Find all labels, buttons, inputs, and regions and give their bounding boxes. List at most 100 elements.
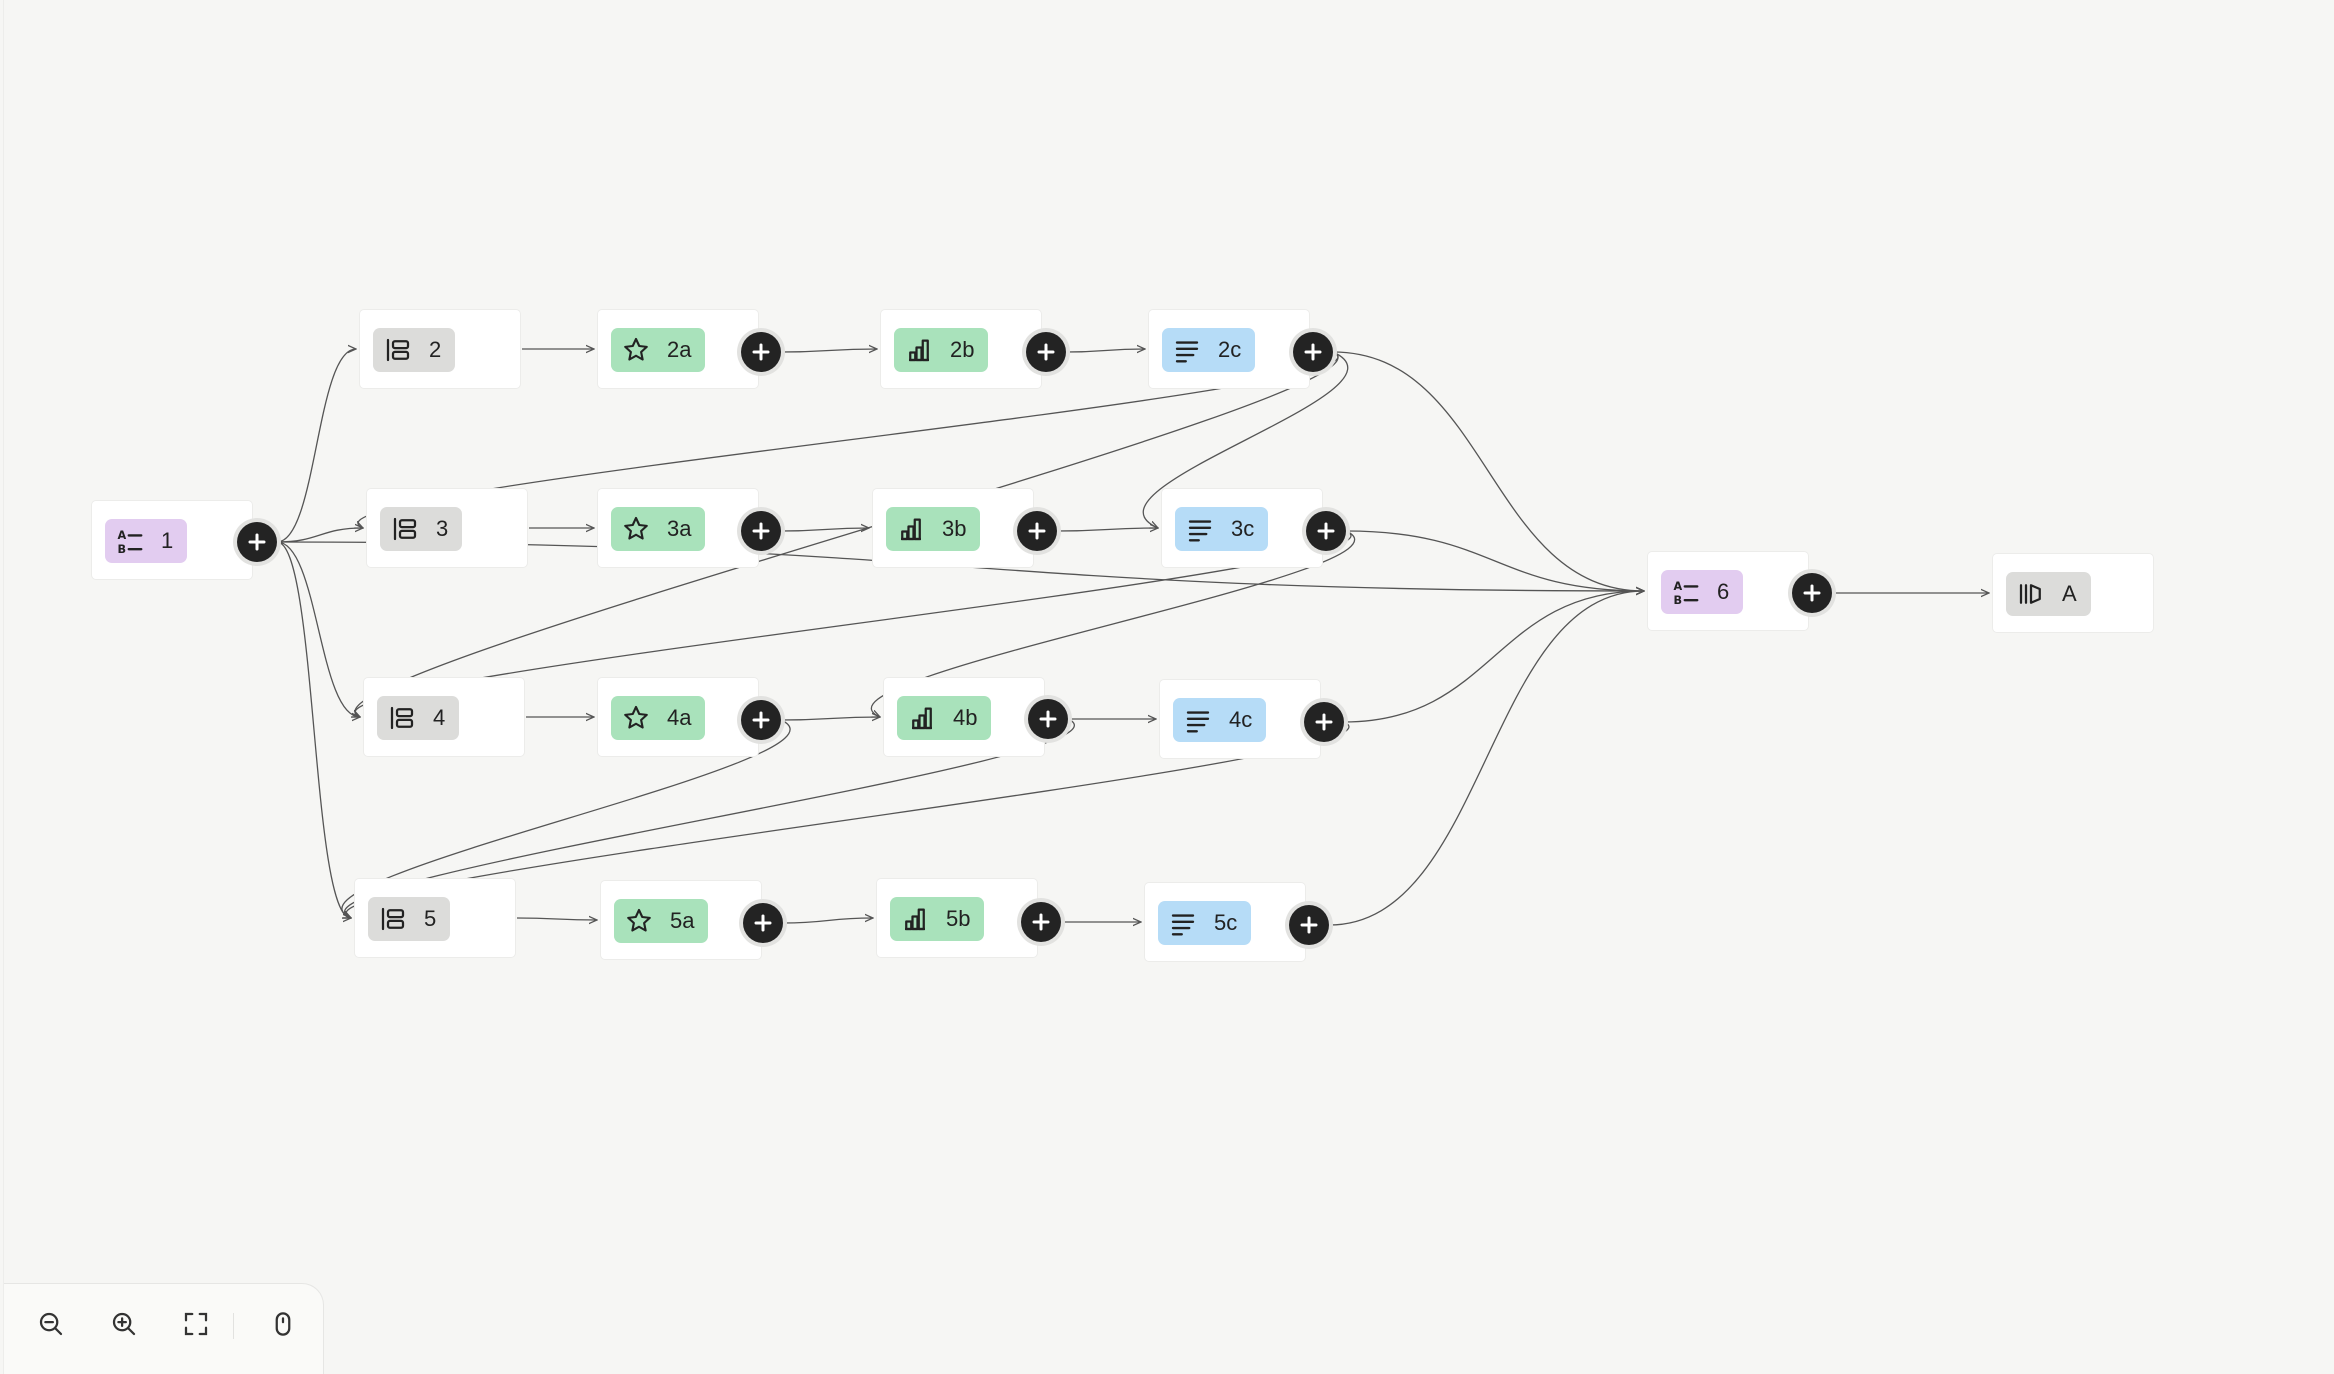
add-node-button-5a[interactable] [743,903,783,943]
edge-5a-to-5b [782,918,873,924]
node-2c[interactable]: 2c [1149,310,1309,388]
star-icon [621,335,651,365]
text-lines-icon [1172,335,1202,365]
add-node-button-5c[interactable] [1289,905,1329,945]
plus-icon [1036,342,1056,362]
node-label: 4c [1229,707,1253,732]
node-3a[interactable]: 3a [598,489,758,567]
layout-icon [387,703,417,733]
edge-5c-to-6 [1328,591,1644,926]
node-A[interactable]: A [1993,554,2153,632]
node-4[interactable]: 4 [364,678,524,756]
node-4a[interactable]: 4a [598,678,758,756]
node-tag-2a: 2a [611,328,706,372]
node-2[interactable]: 2 [360,310,520,388]
node-4b[interactable]: 4b [884,678,1044,756]
svg-text:B: B [1674,594,1683,607]
node-tag-4: 4 [377,696,460,740]
node-5a[interactable]: 5a [601,881,761,959]
zoom-out-icon [36,1309,66,1344]
node-2b[interactable]: 2b [881,310,1041,388]
node-4c[interactable]: 4c [1160,680,1320,758]
node-tag-A: A [2006,572,2091,616]
node-tag-5c: 5c [1158,901,1252,945]
node-label: A [2062,581,2077,606]
bar-chart-icon [907,703,937,733]
zoom-in-icon [109,1309,139,1344]
node-5c[interactable]: 5c [1145,883,1305,961]
node-label: 3 [436,516,449,541]
add-node-button-4a[interactable] [741,700,781,740]
text-lines-icon [1185,514,1215,544]
scroll-mode-button[interactable] [263,1306,303,1346]
add-node-button-3a[interactable] [741,511,781,551]
node-3[interactable]: 3 [367,489,527,567]
node-label: 4 [433,705,446,730]
add-node-button-4c[interactable] [1304,702,1344,742]
text-lines-icon [1183,705,1213,735]
node-5[interactable]: 5 [355,879,515,957]
svg-text:B: B [118,543,127,556]
edge-3a-to-3b [780,528,869,531]
node-3c[interactable]: 3c [1162,489,1322,567]
add-node-button-2b[interactable] [1026,332,1066,372]
add-node-button-4b[interactable] [1028,699,1068,739]
add-node-button-2c[interactable] [1293,332,1333,372]
add-node-button-1[interactable] [237,522,277,562]
node-label: 2 [429,337,442,362]
zoom-in-button[interactable] [104,1306,144,1346]
node-3b[interactable]: 3b [873,489,1033,567]
edge-1-to-5 [276,541,351,918]
svg-text:A: A [1674,580,1683,593]
plus-icon [1027,521,1047,541]
node-tag-4a: 4a [611,696,706,740]
bar-chart-icon [904,335,934,365]
bar-chart-icon [896,514,926,544]
node-tag-3a: 3a [611,507,706,551]
node-tag-3: 3 [380,507,463,551]
node-label: 1 [161,528,174,553]
edge-1-to-3 [276,528,363,543]
node-tag-5b: 5b [890,897,985,941]
node-label: 2c [1218,337,1242,362]
star-icon [624,906,654,936]
layout-icon [378,904,408,934]
add-node-button-3b[interactable] [1017,511,1057,551]
node-2a[interactable]: 2a [598,310,758,388]
node-5b[interactable]: 5b [877,879,1037,957]
edge-2a-to-2b [780,349,877,352]
edge-3b-to-3c [1056,528,1158,531]
plus-icon [751,342,771,362]
plus-icon [247,532,267,552]
fit-view-button[interactable] [176,1306,216,1346]
plus-icon [1038,709,1058,729]
add-node-button-6[interactable] [1792,573,1832,613]
layout-icon [390,514,420,544]
node-tag-3b: 3b [886,507,981,551]
node-label: 5c [1214,910,1238,935]
layout-icon [383,335,413,365]
edge-2c-to-6 [1332,351,1644,591]
node-label: 3a [667,516,692,541]
plus-icon [753,913,773,933]
node-label: 4b [953,705,978,730]
add-node-button-3c[interactable] [1306,511,1346,551]
edge-4a-to-4b [780,717,880,720]
add-node-button-5b[interactable] [1021,902,1061,942]
star-icon [621,514,651,544]
canvas-controls [4,1283,324,1374]
columns-icon [2016,579,2046,609]
node-label: 5b [946,906,971,931]
add-node-button-2a[interactable] [741,332,781,372]
edge-5-to-5a [516,918,597,920]
zoom-out-button[interactable] [31,1306,71,1346]
plus-icon [1299,915,1319,935]
node-label: 6 [1717,579,1730,604]
mouse-icon [268,1309,298,1344]
node-tag-4c: 4c [1173,698,1267,742]
